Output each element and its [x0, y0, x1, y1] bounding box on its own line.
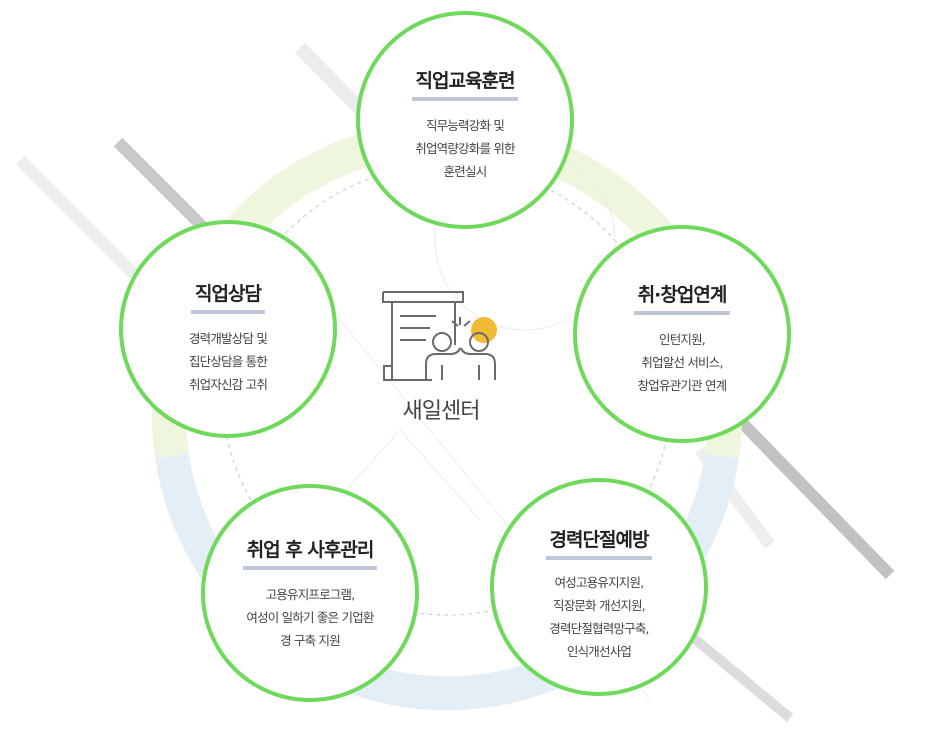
node-career-counseling[interactable]: 직업상담 경력개발상담 및 집단상담을 통한 취업자신감 고취: [119, 220, 337, 438]
center-people-document-icon: [382, 291, 497, 381]
node-desc-line: 훈련실시: [443, 164, 488, 179]
node-desc-line: 인식개선사업: [566, 644, 632, 659]
node-employment-startup[interactable]: 취·창업연계 인턴지원, 취업알선 서비스, 창업유관기관 연계: [573, 225, 791, 443]
node-description: 직무능력강화 및 취업역량강화를 위한 훈련실시: [360, 114, 570, 183]
faint-line: [399, 429, 481, 521]
decor-stripe: [715, 395, 895, 580]
yellow-accent-dot: [471, 317, 497, 343]
node-description: 여성고용유지지원, 직장문화 개선지원, 경력단절협력망구축, 인식개선사업: [494, 571, 704, 663]
node-description: 인턴지원, 취업알선 서비스, 창업유관기관 연계: [577, 328, 787, 397]
node-description: 고용유지프로그램, 여성이 일하기 좋은 기업환 경 구축 지원: [205, 583, 415, 652]
node-title: 취·창업연계: [633, 283, 731, 315]
node-desc-line: 고용유지프로그램,: [265, 587, 356, 602]
node-title: 경력단절예방: [545, 528, 653, 560]
node-desc-line: 취업알선 서비스,: [641, 355, 723, 370]
center-label: 새일센터: [402, 399, 481, 424]
node-post-employment-care[interactable]: 취업 후 사후관리 고용유지프로그램, 여성이 일하기 좋은 기업환 경 구축 …: [201, 484, 419, 702]
node-desc-line: 직무능력강화 및: [425, 118, 505, 133]
node-desc-line: 경 구축 지원: [280, 633, 341, 648]
node-career-break-prevention[interactable]: 경력단절예방 여성고용유지지원, 직장문화 개선지원, 경력단절협력망구축, 인…: [490, 478, 708, 696]
node-desc-line: 취업역량강화를 위한: [415, 141, 515, 156]
node-desc-line: 경력단절협력망구축,: [549, 621, 649, 636]
node-desc-line: 집단상담을 통한: [188, 354, 268, 369]
node-desc-line: 직장문화 개선지원,: [553, 598, 646, 613]
node-title: 직업교육훈련: [411, 69, 519, 101]
node-vocational-training[interactable]: 직업교육훈련 직무능력강화 및 취업역량강화를 위한 훈련실시: [356, 11, 574, 229]
node-desc-line: 여성이 일하기 좋은 기업환: [246, 610, 374, 625]
node-title: 취업 후 사후관리: [242, 538, 378, 570]
node-desc-line: 취업자신감 고취: [188, 377, 268, 392]
node-desc-line: 여성고용유지지원,: [554, 575, 645, 590]
node-desc-line: 창업유관기관 연계: [637, 378, 728, 393]
node-description: 경력개발상담 및 집단상담을 통한 취업자신감 고취: [123, 327, 333, 396]
node-title: 직업상담: [191, 282, 265, 314]
decor-stripe: [113, 137, 215, 239]
node-desc-line: 인턴지원,: [659, 332, 706, 347]
node-desc-line: 경력개발상담 및: [188, 331, 268, 346]
